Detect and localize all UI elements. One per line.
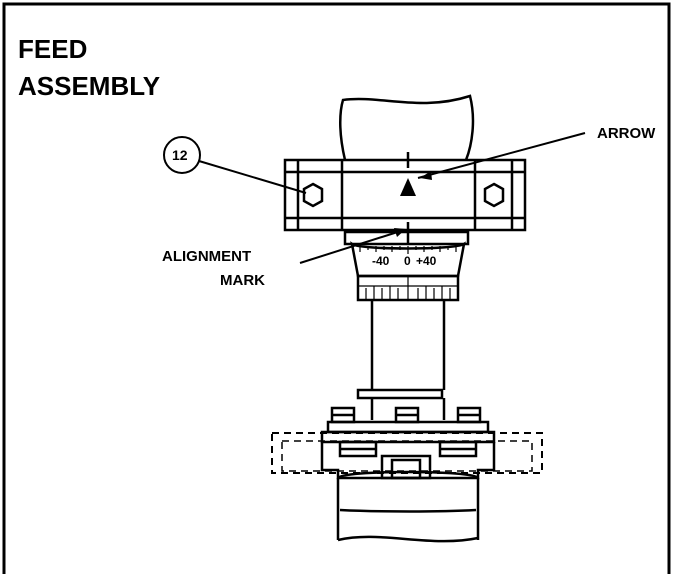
alignment-label-line-1: ALIGNMENT — [162, 248, 251, 265]
dial-graduations — [359, 246, 457, 254]
title-line-1: FEED — [18, 34, 87, 64]
center-key-inner — [390, 458, 422, 480]
alignment-leader-head-icon — [394, 228, 406, 237]
right-hex-bolt-icon — [483, 182, 505, 208]
bottom-body-line — [339, 508, 477, 513]
title-line-2: ASSEMBLY — [18, 71, 160, 101]
arrow-label: ARROW — [597, 125, 656, 142]
dial-top-ring — [343, 230, 470, 246]
arrow-leader-line — [417, 132, 586, 179]
bottom-body-sides — [336, 478, 480, 540]
mounting-plate-top — [326, 420, 490, 434]
scale-zero: 0 — [404, 254, 411, 268]
alignment-leader-line — [299, 229, 405, 264]
phantom-outline-inner — [281, 440, 533, 472]
phantom-outline-outer — [271, 432, 543, 474]
clamp-bar — [283, 158, 527, 232]
callout-number: 12 — [172, 147, 188, 163]
knurl-marks — [358, 276, 458, 300]
scale-plus-40: +40 — [416, 254, 437, 268]
dial-collar — [350, 241, 466, 278]
arrow-leader-head-icon — [420, 171, 432, 180]
left-hex-bolt-icon — [302, 182, 324, 208]
bottom-body-break — [337, 535, 479, 543]
lower-flange — [356, 388, 444, 400]
arrow-marker-icon — [400, 178, 416, 196]
plate-bolts-top — [330, 406, 482, 424]
alignment-label-line-2: MARK — [220, 272, 265, 289]
assembly-drawing — [283, 94, 527, 543]
callout-circle — [163, 136, 201, 174]
callout-leader-line — [198, 160, 307, 194]
scale-minus-40: -40 — [372, 254, 390, 268]
upper-housing — [339, 94, 475, 161]
